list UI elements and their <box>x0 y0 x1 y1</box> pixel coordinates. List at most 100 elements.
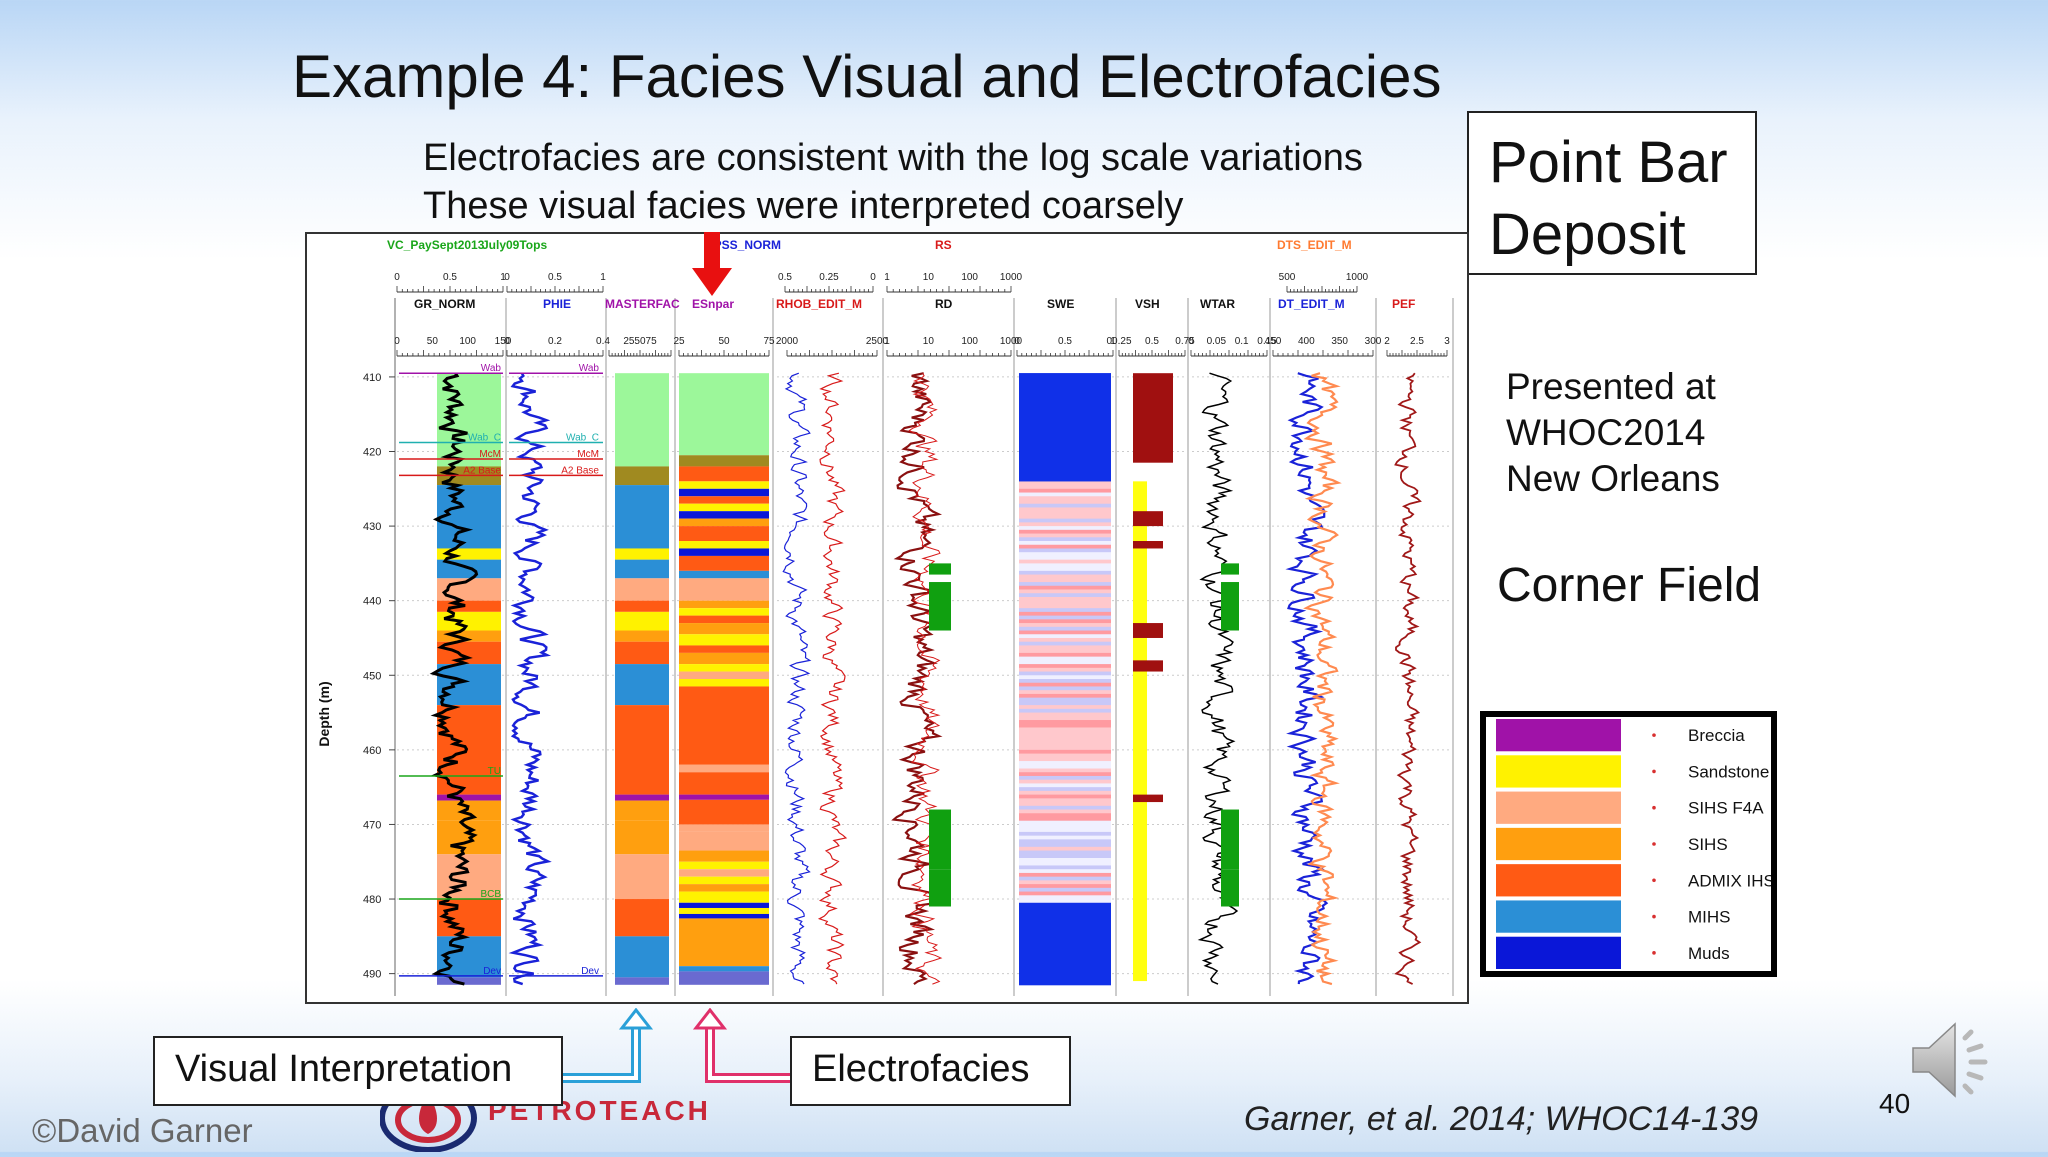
facies-block <box>437 611 501 631</box>
swe-band <box>1019 966 1111 971</box>
facies-block <box>679 652 769 665</box>
depth-tick-label: 440 <box>363 596 381 608</box>
swe-band <box>1019 596 1111 602</box>
speaker-icon[interactable] <box>1905 1010 2005 1110</box>
depth-tick-label: 430 <box>363 521 381 533</box>
vsh-fill-shale <box>1133 623 1163 638</box>
swe-band <box>1019 496 1111 501</box>
wtar-oil-fill <box>1221 809 1239 870</box>
copyright-text: ©David Garner <box>32 1112 253 1149</box>
facies-block <box>679 455 769 467</box>
curve-header: WTAR <box>1200 297 1235 311</box>
swe-band <box>1019 630 1111 635</box>
top-label: Wab <box>481 363 502 374</box>
legend-label: SIHS <box>1688 835 1728 854</box>
swe-band <box>1019 943 1111 949</box>
top-label: McM <box>577 449 599 460</box>
swe-band <box>1019 656 1111 661</box>
curve-header: SWE <box>1047 297 1074 311</box>
top-label: BCB <box>480 889 501 900</box>
wtar-oil-fill <box>1221 563 1239 575</box>
swe-band <box>1019 679 1111 684</box>
curve-header: MASTERFAC <box>605 297 680 311</box>
facies-block <box>615 611 669 631</box>
swe-band <box>1019 783 1111 788</box>
swe-band <box>1019 585 1111 590</box>
presented-line-2: WHOC2014 <box>1506 412 1706 453</box>
facies-block <box>679 869 769 877</box>
facies-block <box>615 641 669 665</box>
top-row-header: July09Tops <box>482 238 547 252</box>
facies-block <box>615 548 669 560</box>
facies-block <box>615 578 669 601</box>
facies-block <box>679 876 769 885</box>
facies-block <box>679 913 769 919</box>
swe-band <box>1019 671 1111 676</box>
swe-band <box>1019 667 1111 673</box>
facies-block <box>679 496 769 504</box>
top-label: Wab_C <box>566 433 599 444</box>
swe-band <box>1019 910 1111 915</box>
swe-band <box>1019 981 1111 986</box>
legend-bullet <box>1652 769 1656 774</box>
facies-block <box>615 485 669 549</box>
facies-block <box>679 884 769 892</box>
facies-block <box>679 526 769 542</box>
swe-band <box>1019 746 1111 751</box>
swe-band <box>1019 552 1111 557</box>
vsh-fill-shale <box>1133 373 1173 463</box>
swe-band <box>1019 593 1111 598</box>
scale-label: 1 <box>884 272 890 283</box>
facies-block <box>679 570 769 579</box>
swe-band <box>1019 570 1111 576</box>
scale-label: 300 <box>1365 336 1382 347</box>
scale-label: 1 <box>600 272 606 283</box>
swe-band <box>1019 723 1111 728</box>
swe-band <box>1019 958 1111 963</box>
scale-label: 3 <box>1444 336 1450 347</box>
swe-band <box>1019 503 1111 508</box>
subtitle-line-1: Electrofacies are consistent with the lo… <box>423 137 1363 179</box>
swe-band <box>1019 869 1111 874</box>
swe-band <box>1019 693 1111 699</box>
scale-label: 100 <box>961 272 978 283</box>
facies-block <box>679 608 769 616</box>
facies-block <box>615 800 669 821</box>
swe-band <box>1019 492 1111 497</box>
swe-band <box>1019 775 1111 781</box>
legend-swatch <box>1496 791 1621 824</box>
facies-block <box>679 634 769 646</box>
facies-block <box>615 977 669 985</box>
npss-curve <box>782 372 812 985</box>
top-row-header: DTS_EDIT_M <box>1277 238 1352 252</box>
swe-band <box>1019 720 1111 725</box>
page-number: 40 <box>1879 1088 1911 1119</box>
legend-bullet <box>1652 805 1656 810</box>
swe-band <box>1019 947 1111 952</box>
petroteach-logo: PETROTEACH <box>379 1076 760 1157</box>
audio-speaker-icon[interactable] <box>1905 1010 2005 1115</box>
swe-band <box>1019 969 1111 975</box>
swe-band <box>1019 511 1111 516</box>
petroteach-logo-graphic: PETROTEACH <box>379 1083 708 1153</box>
swe-band <box>1019 499 1111 505</box>
scale-label: 255075 <box>623 336 657 347</box>
scale-label: 1000 <box>1000 272 1023 283</box>
swe-band <box>1019 831 1111 837</box>
facies-block <box>437 641 501 665</box>
facies-block <box>679 861 769 870</box>
legend-bullet <box>1652 914 1656 919</box>
facies-block <box>437 630 501 642</box>
scale-label: 350 <box>1331 336 1348 347</box>
swe-band <box>1019 522 1111 527</box>
scale-label: 400 <box>1298 336 1315 347</box>
citation-text: Garner, et al. 2014; WHOC14-139 <box>1244 1100 1759 1138</box>
top-label: Wab_C <box>468 433 501 444</box>
curve-header: VSH <box>1135 297 1160 311</box>
scale-label: 0 <box>504 272 510 283</box>
scale-label: 1 <box>884 336 890 347</box>
swe-band <box>1019 518 1111 523</box>
